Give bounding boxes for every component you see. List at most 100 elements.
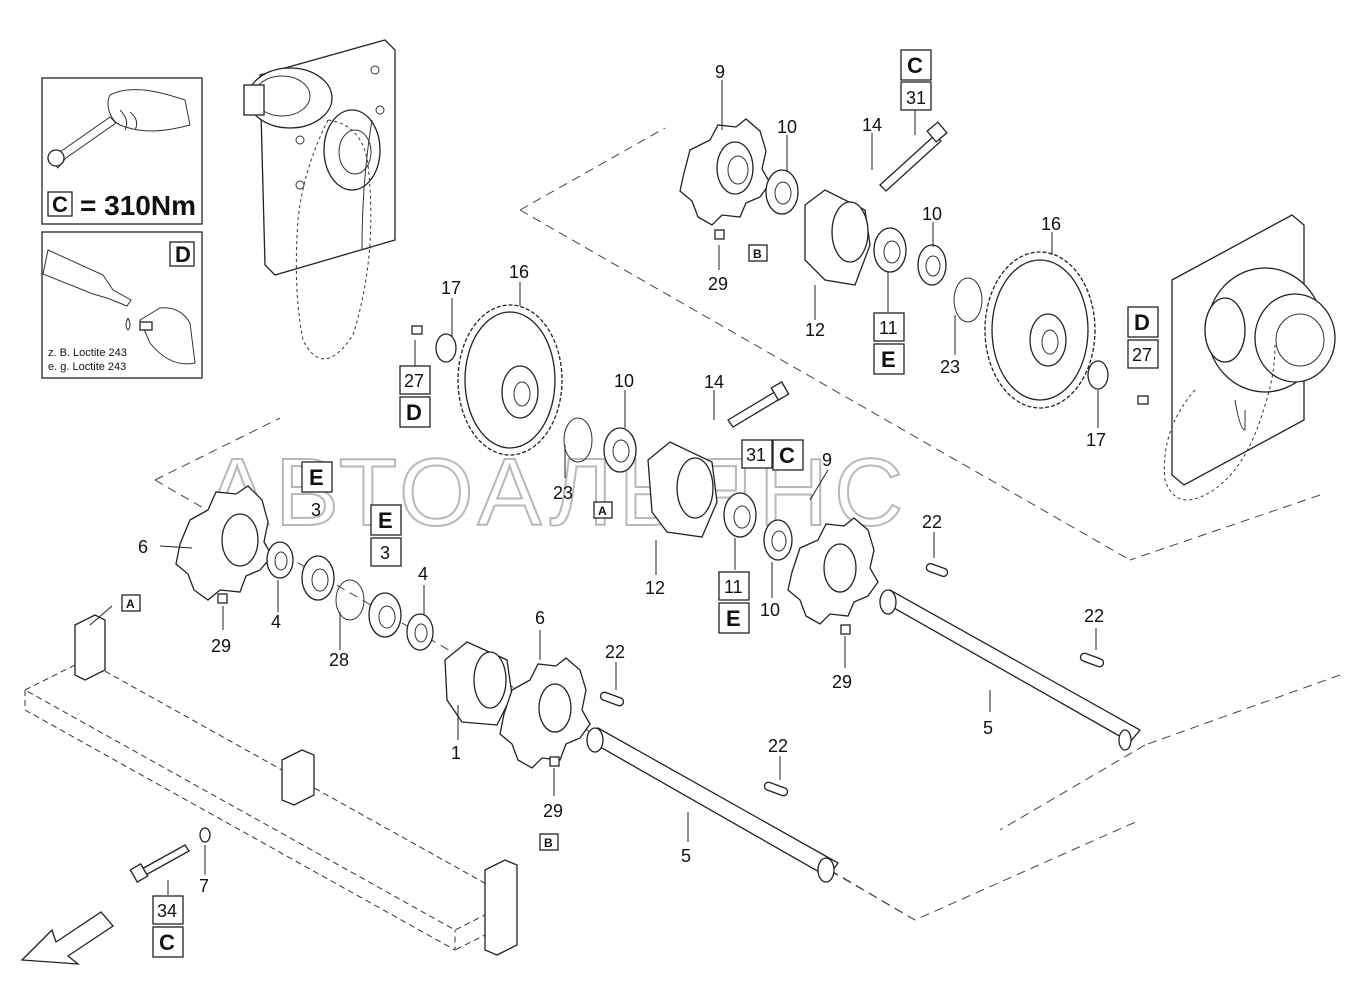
callout-1: 1 [451,743,461,763]
bolt-31-mid [727,381,790,428]
callout-9-mid: 9 [822,450,832,470]
bearing-3-a [301,555,335,601]
sprocket-9-upper [679,118,771,226]
code-d-right: D [1134,310,1150,335]
callout-17-right: 17 [1086,430,1106,450]
motor-assembly-left [243,39,396,360]
code-c-mid: C [779,443,795,468]
callout-29-left: 29 [211,636,231,656]
washer-10-mid-b [763,519,793,561]
adhesive-legend: D z. B. Loctite 243 e. g. Loctite 243 [41,231,203,379]
callout-22-lower: 22 [605,642,625,662]
adhesive-bottle-icon [42,249,196,365]
code-a-left: A [126,597,135,611]
callout-31-mid: 31 [746,445,766,465]
code-c-lower: C [159,930,175,955]
screw-27-upper [1137,395,1149,405]
bolt-34 [129,844,190,883]
code-c-upper: C [907,53,923,78]
bearing-11-mid [723,492,757,538]
shaft-5-lower [586,727,839,883]
torque-legend: C = 310Nm [41,77,203,225]
assembly-envelope-upper [519,127,1321,561]
nut-29-upper [714,229,725,240]
washer-10-upper [765,169,799,215]
nut-29-lower [549,756,560,767]
bearing-11-upper [873,227,907,273]
nut-29-left [217,593,228,604]
callout-28: 28 [329,650,349,670]
code-d-left: D [406,400,422,425]
callout-6-lower: 6 [535,608,545,628]
callout-27-right: 27 [1132,345,1152,365]
callout-34: 34 [157,901,177,921]
code-e-mid: E [726,606,741,631]
callout-10-mid-b: 10 [760,600,780,620]
sprocket-9-mid [787,517,879,625]
callout-31-upper: 31 [906,88,926,108]
snap-ring-23-mid [563,417,593,463]
torque-value: = 310Nm [80,190,196,221]
callout-22-mid: 22 [922,512,942,532]
code-b-upper: B [753,247,762,261]
bearing-housing-1 [444,641,513,726]
callout-14-mid: 14 [704,372,724,392]
snap-ring-23-upper [953,277,983,323]
code-b-lower: B [544,836,553,850]
code-e-upper: E [881,347,896,372]
sprocket-6-lower [499,657,591,769]
wrench-hand-icon [47,89,191,169]
bearing-housing-12-mid [647,441,718,538]
callout-5-lower: 5 [681,846,691,866]
washer-10-upper-b [917,244,947,286]
callout-23-mid: 23 [553,483,573,503]
callout-22-right: 22 [1084,606,1104,626]
callout-10-mid: 10 [614,371,634,391]
sprocket-6-left [175,485,273,601]
callout-4-b: 4 [418,564,428,584]
callout-27-left: 27 [404,371,424,391]
adhesive-line-2: e. g. Loctite 243 [48,361,126,373]
code-e-lower-b: E [378,508,393,533]
callout-4-a: 4 [271,612,281,632]
callout-10-upper-b: 10 [922,204,942,224]
screw-27-mid [411,325,423,335]
bearing-housing-12-upper [804,189,871,286]
washer-17-upper [1087,360,1109,390]
code-e-lower-a: E [309,465,324,490]
callout-29-lower: 29 [543,801,563,821]
sprocket-16-upper [984,251,1096,409]
torque-code: C [52,192,68,217]
frame-member [23,614,518,956]
callout-5-right: 5 [983,718,993,738]
callout-3-a: 3 [311,500,321,520]
key-22-lower-b [763,781,789,797]
washer-4-b [406,613,434,651]
leader-lines [89,80,1099,895]
callout-12-mid: 12 [645,578,665,598]
callout-17-left: 17 [441,278,461,298]
callout-3-b: 3 [380,543,390,563]
washer-17-mid [435,333,457,363]
callout-6-left: 6 [138,537,148,557]
sprocket-16-mid [457,304,563,456]
callout-14-upper: 14 [862,115,882,135]
code-a-mid: A [598,504,607,518]
adhesive-line-1: z. B. Loctite 243 [48,347,127,359]
callout-29-upper: 29 [708,274,728,294]
callout-11-mid: 11 [724,577,743,597]
bearing-3-b [368,592,402,638]
callout-9-upper: 9 [715,62,725,82]
callout-7: 7 [199,876,209,896]
callout-16-left: 16 [509,262,529,282]
key-22-right [1079,652,1105,668]
key-22-lower [599,691,625,707]
callout-22-lower-b: 22 [768,736,788,756]
callout-16-right: 16 [1041,214,1061,234]
shaft-5-upper [878,589,1142,751]
callout-12-upper: 12 [805,320,825,340]
bolt-31-upper [879,121,948,192]
key-22-mid [925,562,949,578]
motor-assembly-right [1163,214,1336,501]
